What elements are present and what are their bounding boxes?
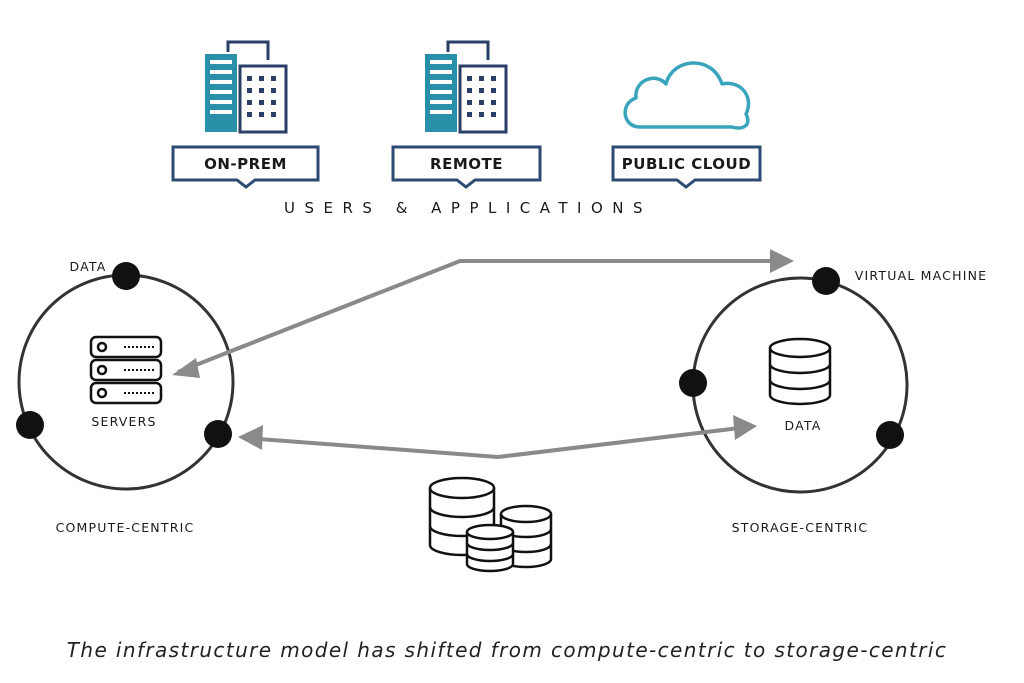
bottom-arrow bbox=[238, 415, 757, 460]
node-dot bbox=[204, 420, 232, 448]
location-label-on-prem: ON-PREM bbox=[171, 145, 320, 189]
data-node-dot bbox=[112, 262, 140, 290]
arrowhead-left bbox=[172, 358, 200, 378]
node-dot bbox=[876, 421, 904, 449]
top-arrow bbox=[172, 249, 794, 378]
storage-centric-title: STORAGE-CENTRIC bbox=[732, 520, 869, 535]
arrowhead-right bbox=[770, 249, 794, 273]
location-label-text: REMOTE bbox=[430, 155, 503, 173]
server-stack-icon bbox=[89, 335, 163, 405]
cloud-icon bbox=[623, 61, 751, 130]
database-icon bbox=[768, 337, 832, 406]
database-cluster-icon bbox=[428, 476, 553, 573]
location-label-text: ON-PREM bbox=[204, 155, 287, 173]
virtual-machine-label: VIRTUAL MACHINE bbox=[855, 268, 987, 283]
database-cylinder-front bbox=[465, 523, 515, 573]
building-icon bbox=[425, 40, 508, 134]
node-dot bbox=[16, 411, 44, 439]
node-dot bbox=[679, 369, 707, 397]
storage-centric-group: VIRTUAL MACHINE DATA bbox=[679, 267, 987, 494]
compute-centric-title: COMPUTE-CENTRIC bbox=[56, 520, 195, 535]
location-label-public-cloud: PUBLIC CLOUD bbox=[611, 145, 762, 189]
storage-data-label: DATA bbox=[784, 418, 821, 433]
caption: The infrastructure model has shifted fro… bbox=[67, 638, 947, 662]
arrowhead-right bbox=[733, 415, 757, 440]
servers-label: SERVERS bbox=[91, 414, 156, 429]
compute-data-label: DATA bbox=[69, 259, 106, 274]
location-label-remote: REMOTE bbox=[391, 145, 542, 189]
building-icon bbox=[205, 40, 288, 134]
vm-node-dot bbox=[812, 267, 840, 295]
compute-centric-group: DATA SERVERS bbox=[16, 259, 235, 491]
users-applications-label: USERS & APPLICATIONS bbox=[284, 199, 652, 217]
location-label-text: PUBLIC CLOUD bbox=[622, 155, 751, 173]
arrowhead-left bbox=[238, 425, 263, 450]
